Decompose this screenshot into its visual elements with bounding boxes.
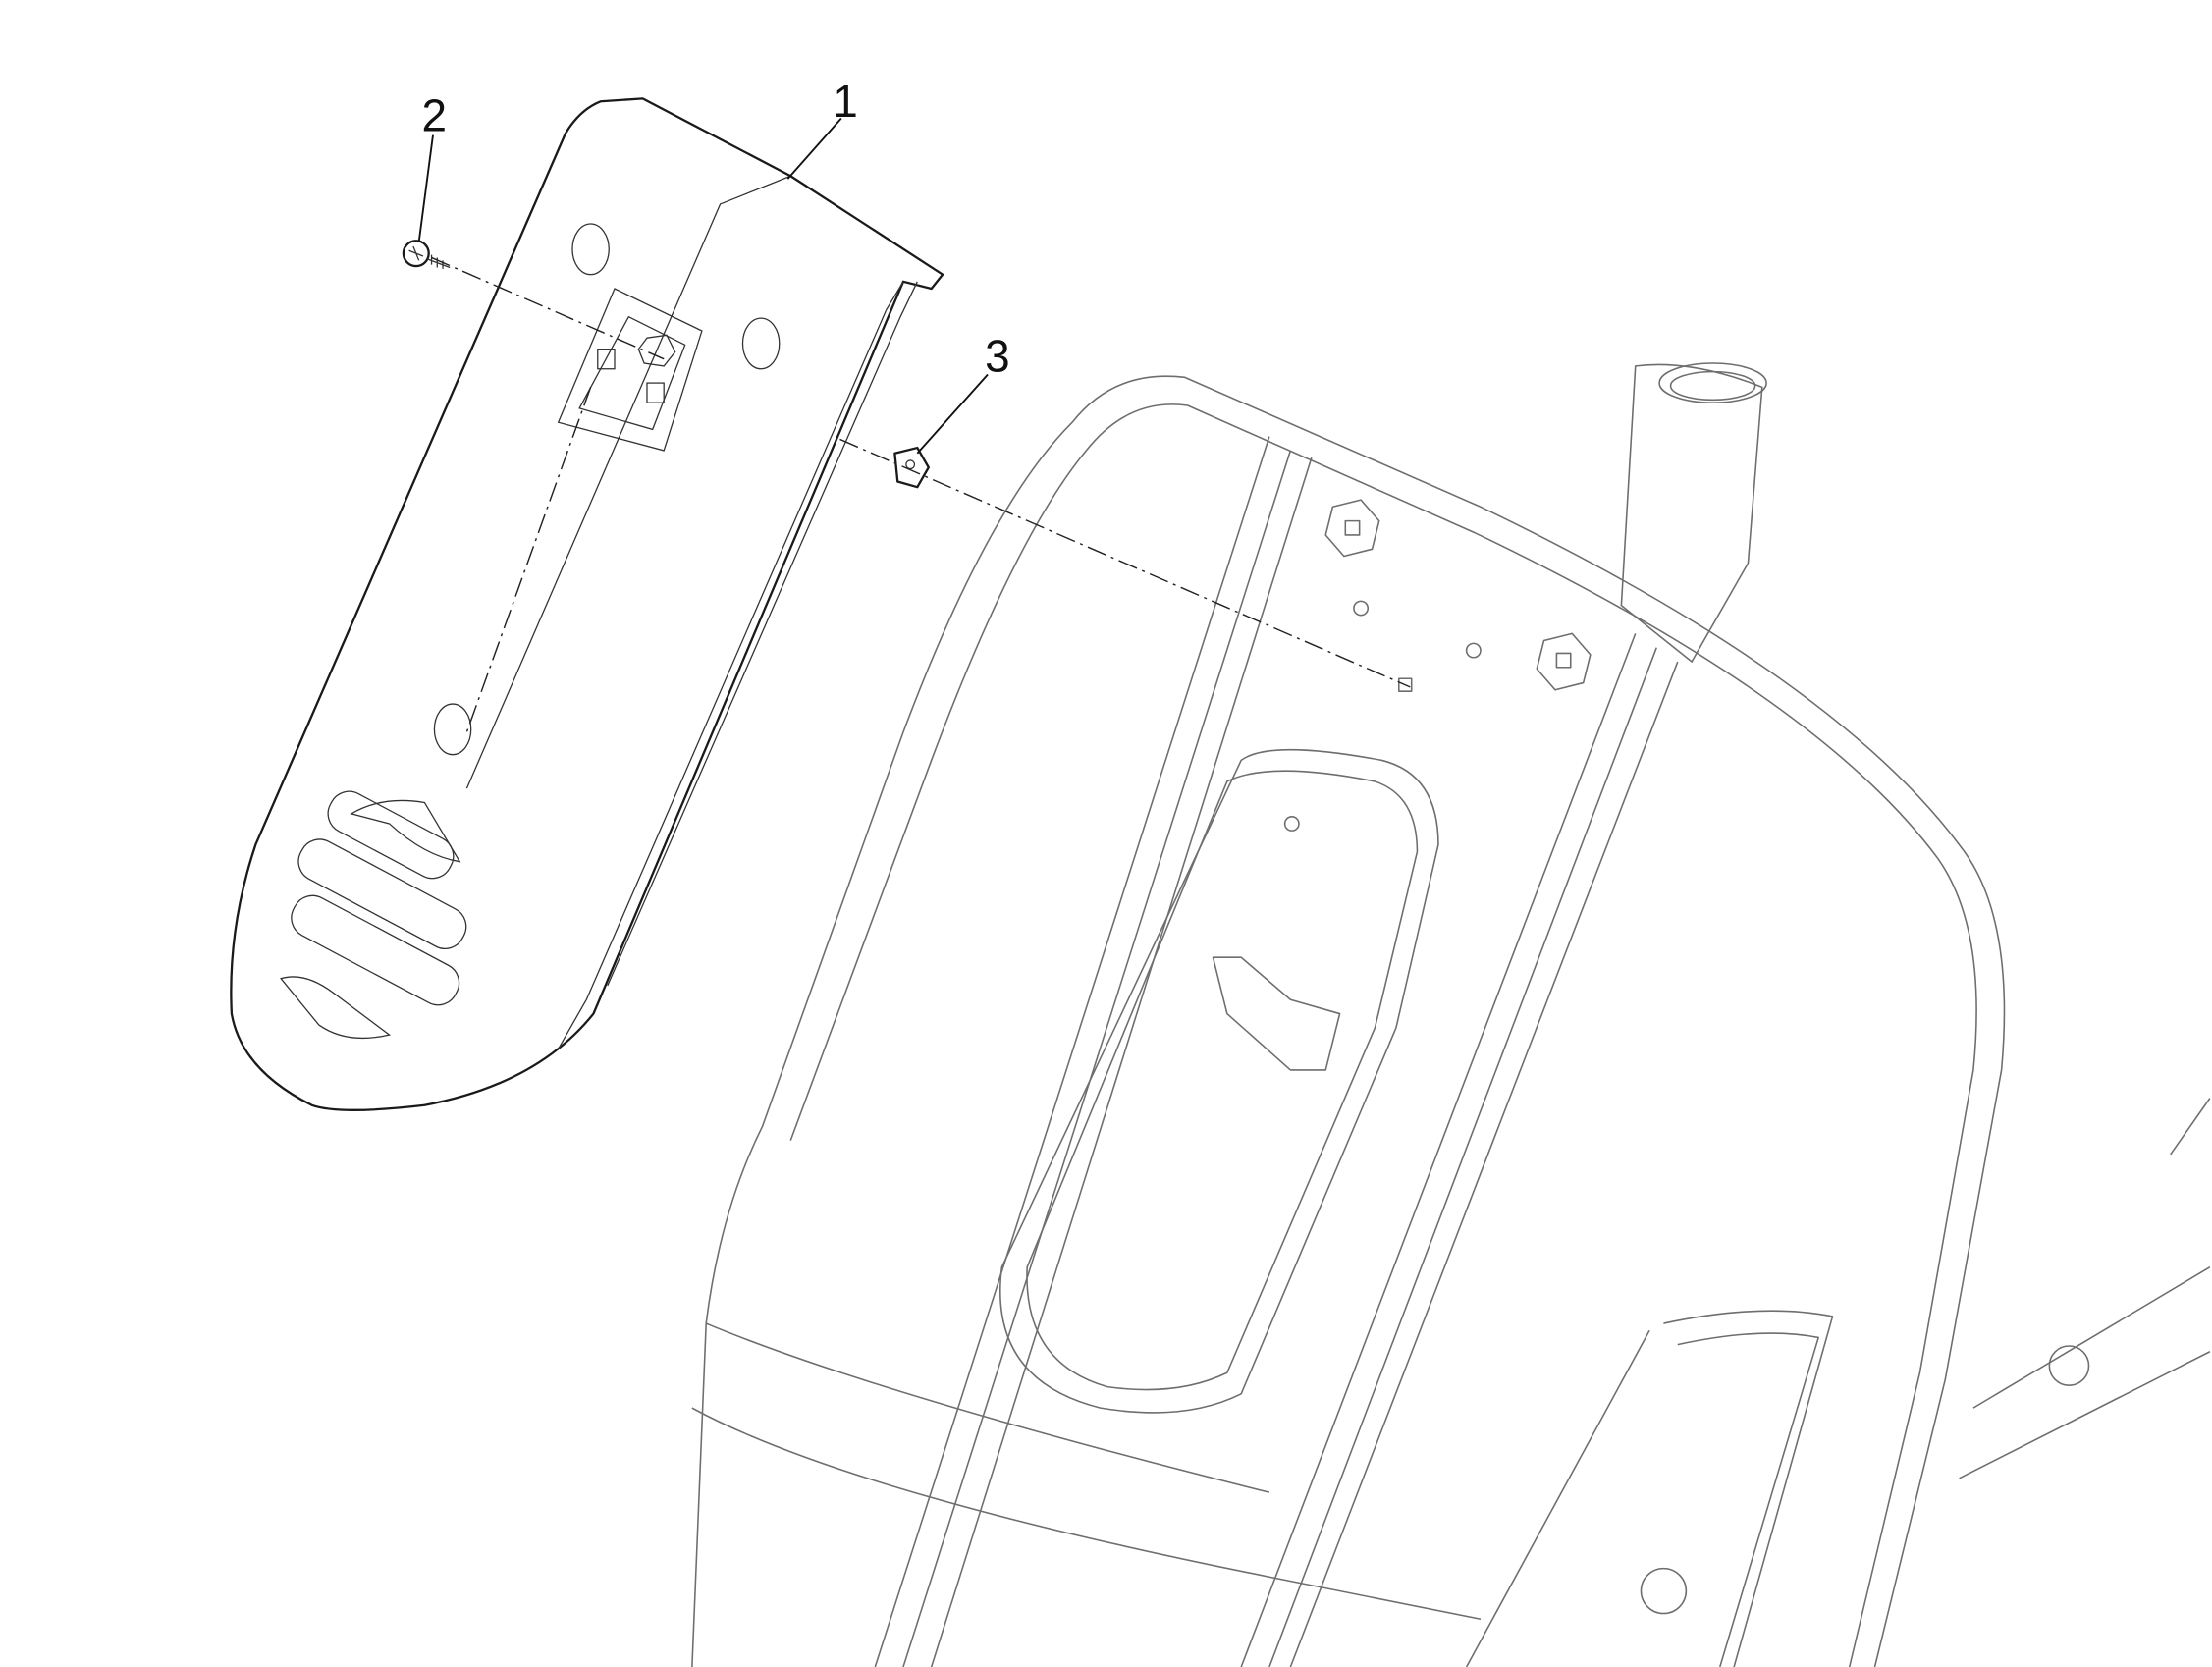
assembly-axis bbox=[839, 438, 1411, 688]
part-clip[interactable] bbox=[893, 446, 930, 489]
scooter-front-frame bbox=[691, 362, 2211, 1667]
assembly-axis bbox=[465, 387, 592, 732]
callout-3: 3 bbox=[985, 331, 1010, 382]
callout-2: 2 bbox=[422, 89, 448, 140]
hex-bolt-icon bbox=[1324, 499, 1380, 558]
callout-1: 1 bbox=[833, 76, 858, 127]
vent-grille bbox=[279, 790, 467, 1040]
leader-line-3 bbox=[916, 373, 989, 455]
part-cover[interactable] bbox=[230, 97, 944, 1111]
leader-line-2 bbox=[417, 134, 434, 242]
leader-line-1 bbox=[786, 117, 842, 180]
hex-bolt-icon bbox=[1536, 632, 1592, 691]
assembly-axis bbox=[431, 256, 665, 360]
part-screw[interactable] bbox=[402, 240, 451, 269]
